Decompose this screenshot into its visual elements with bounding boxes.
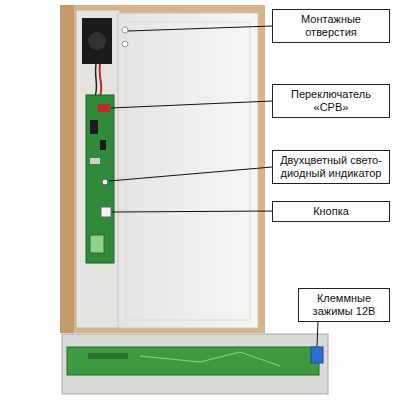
led [102, 179, 108, 185]
mounting-hole [122, 27, 128, 33]
callout-box: Кнопка [272, 201, 390, 222]
board-photo-frame [62, 334, 328, 394]
callout-label: Двухцветный свето-диодный индикатор [278, 154, 384, 180]
callout-box: Переключатель «СРВ» [272, 84, 390, 118]
mounting-hole [122, 41, 128, 47]
leader-line [112, 211, 272, 212]
callout-label: Кнопка [278, 205, 384, 218]
board-photo [67, 347, 319, 375]
lid-rim [126, 22, 250, 320]
pin-row [88, 353, 128, 359]
circuit-board [86, 95, 114, 263]
wood-background [60, 5, 265, 333]
black-wire [95, 64, 97, 96]
callout-label: Переключатель «СРВ» [278, 88, 384, 114]
sounder-membrane [88, 32, 106, 50]
leader-line [109, 167, 272, 181]
callout-label: Монтажные отверстия [278, 13, 384, 39]
callout-box: Двухцветный свето-диодный индикатор [272, 150, 390, 184]
callout-box: Монтажные отверстия [272, 9, 390, 43]
trace [140, 352, 280, 366]
component [90, 158, 100, 164]
housing-base [76, 10, 120, 328]
sounder-block [82, 18, 112, 64]
label-sticker [90, 235, 104, 253]
chip [100, 140, 106, 150]
srv-switch [98, 104, 110, 112]
chip [90, 120, 98, 134]
leader-line [317, 322, 318, 346]
red-wire [100, 64, 102, 96]
wood-edge [60, 5, 74, 333]
leader-line [111, 101, 272, 108]
callout-box: Клеммные зажимы 12В [298, 288, 390, 322]
leader-line [128, 26, 272, 31]
terminal-block [311, 347, 323, 363]
button [101, 207, 111, 217]
callout-label: Клеммные зажимы 12В [304, 292, 384, 318]
